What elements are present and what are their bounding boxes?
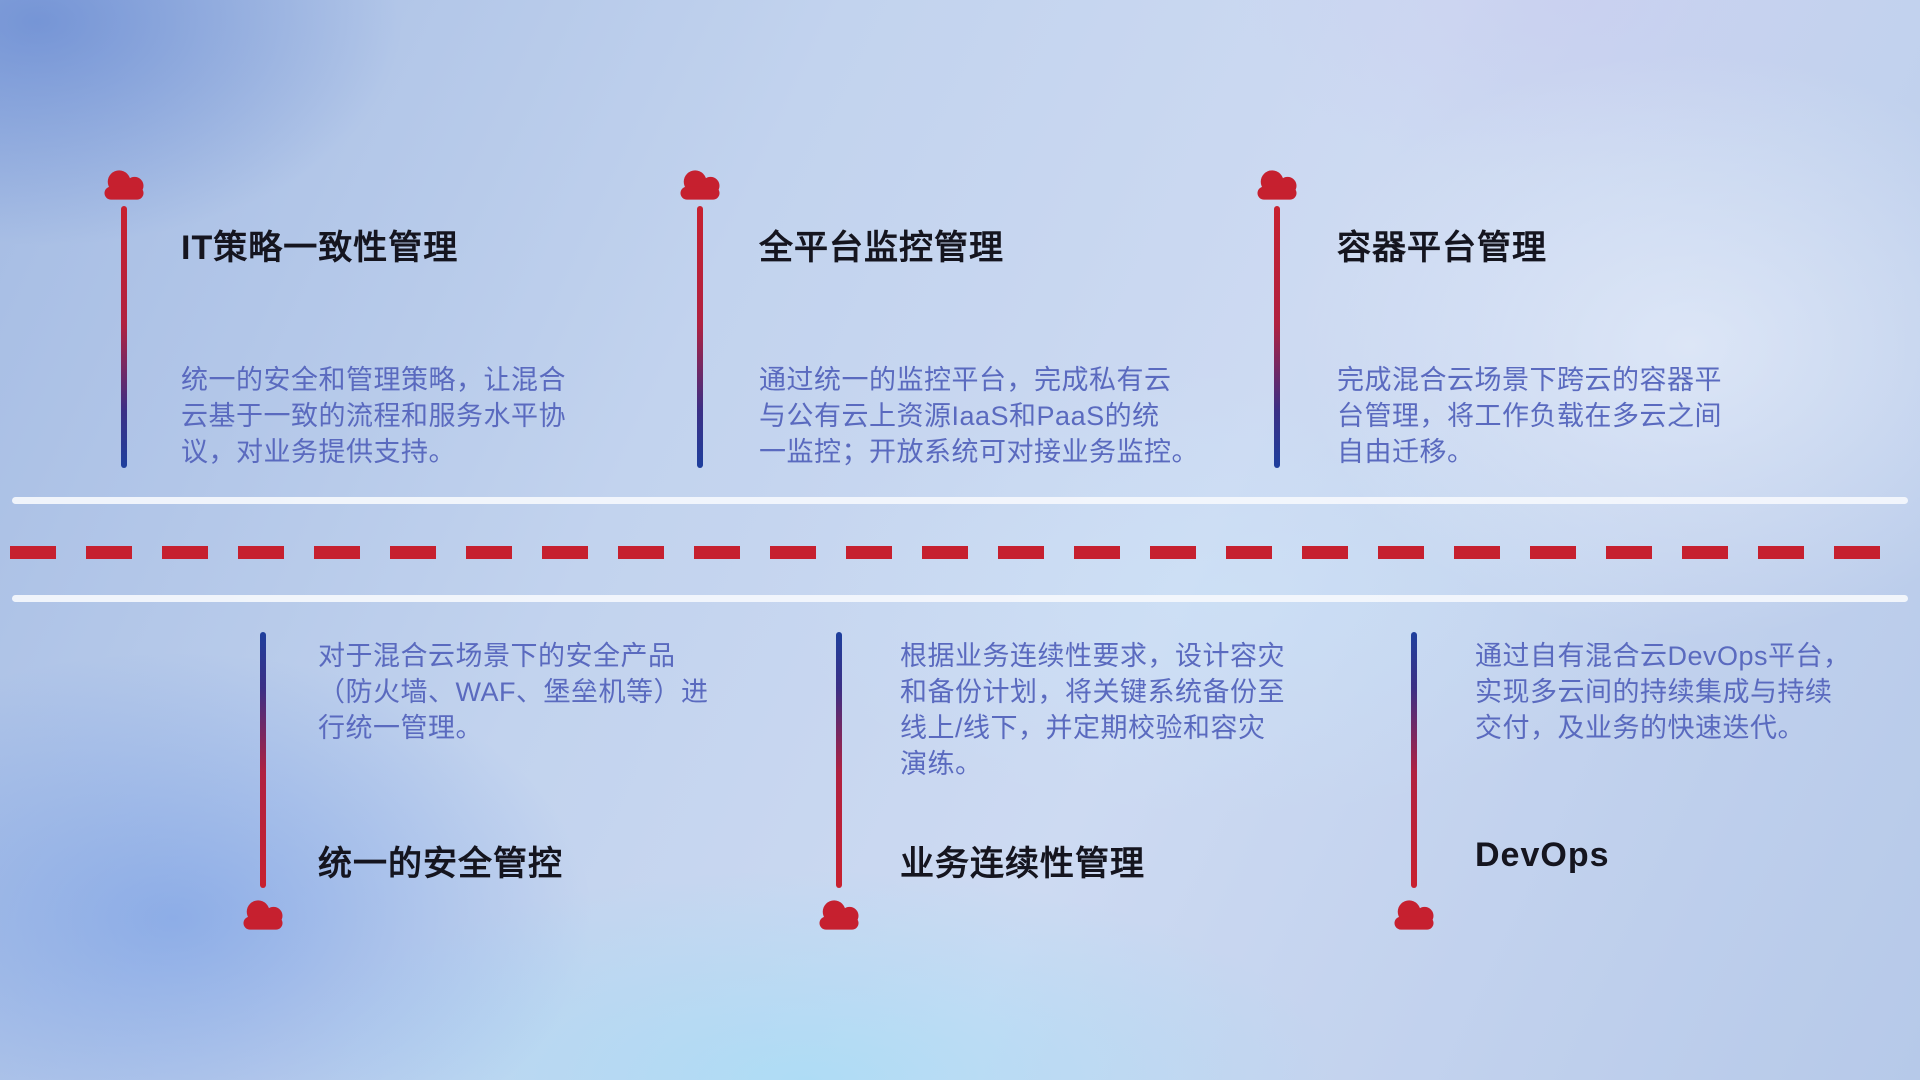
divider-line-top <box>12 497 1908 504</box>
item-description: 通过自有混合云DevOps平台， 实现多云间的持续集成与持续 交付，及业务的快速… <box>1475 641 1851 743</box>
item-title: IT策略一致性管理 <box>181 229 459 267</box>
item-description: 通过统一的监控平台，完成私有云 与公有云上资源IaaS和PaaS的统 一监控；开… <box>759 365 1199 467</box>
cloud-icon <box>237 896 289 934</box>
connector-line <box>260 632 266 888</box>
cloud-icon <box>813 896 865 934</box>
cloud-icon <box>1388 896 1440 934</box>
item-description: 对于混合云场景下的安全产品 （防火墙、WAF、堡垒机等）进 行统一管理。 <box>318 641 709 743</box>
connector-line <box>697 206 703 468</box>
connector-line <box>121 206 127 468</box>
cloud-icon <box>674 166 726 204</box>
item-title: 业务连续性管理 <box>900 845 1145 883</box>
cloud-icon <box>98 166 150 204</box>
item-title: 统一的安全管控 <box>318 845 563 883</box>
connector-line <box>1274 206 1280 468</box>
item-description: 统一的安全和管理策略，让混合 云基于一致的流程和服务水平协 议，对业务提供支持。 <box>181 365 566 467</box>
connector-line <box>836 632 842 888</box>
divider-line-bottom <box>12 595 1908 602</box>
item-description: 根据业务连续性要求，设计容灾 和备份计划，将关键系统备份至 线上/线下，并定期校… <box>900 641 1285 779</box>
item-title: DevOps <box>1475 836 1610 874</box>
item-title: 全平台监控管理 <box>759 229 1004 267</box>
item-description: 完成混合云场景下跨云的容器平 台管理，将工作负载在多云之间 自由迁移。 <box>1337 365 1722 467</box>
divider-dashed-line <box>10 546 1910 559</box>
item-title: 容器平台管理 <box>1337 229 1547 267</box>
cloud-icon <box>1251 166 1303 204</box>
connector-line <box>1411 632 1417 888</box>
